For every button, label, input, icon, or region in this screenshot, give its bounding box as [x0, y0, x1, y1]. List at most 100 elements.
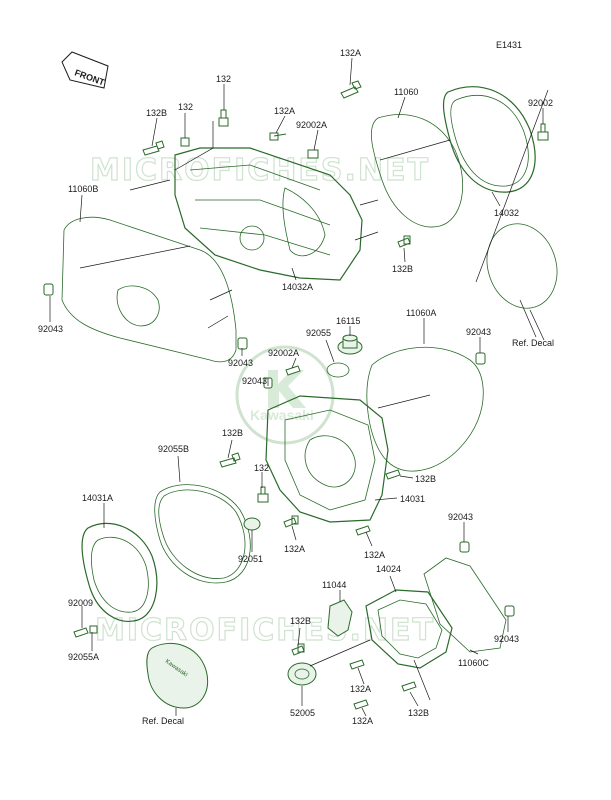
- label-ref-decal-bottom: Ref. Decal: [142, 716, 184, 726]
- bolt-132a-top-icon: [340, 80, 362, 99]
- bracket-11044: [327, 599, 353, 637]
- dowel-92043-mid-icon: [237, 337, 248, 350]
- label-92043-lower: 92043: [448, 512, 473, 522]
- label-132b-left: 132B: [222, 428, 243, 438]
- gasket-11060: [371, 114, 463, 228]
- clutch-cover-14032a-boss: [239, 225, 265, 251]
- label-92043-lower-right: 92043: [494, 634, 519, 644]
- label-92055a: 92055A: [68, 652, 99, 662]
- label-92009: 92009: [68, 598, 93, 608]
- o-ring-92055: [326, 362, 350, 378]
- bolt-92009-icon: [73, 627, 89, 638]
- label-132b-bottom: 132B: [408, 708, 429, 718]
- label-11060b: 11060B: [68, 184, 98, 194]
- label-14032a: 14032A: [282, 282, 313, 292]
- ref-decal-top: [486, 223, 558, 309]
- cover-14031a-inner: [90, 536, 149, 613]
- label-11060a: 11060A: [406, 308, 436, 318]
- clutch-cover-14032a-ribs: [189, 164, 331, 257]
- label-132a-top: 132A: [340, 48, 361, 58]
- dowel-92043-left-icon: [43, 283, 54, 296]
- leader-lines-middle: [103, 299, 537, 552]
- label-14024: 14024: [376, 564, 401, 574]
- seal-92051-icon: [243, 517, 261, 531]
- bolt-132b-mid-icon: [397, 235, 411, 248]
- label-132-b: 132: [178, 102, 193, 112]
- bolt-132-top-icon: [218, 109, 229, 127]
- cover-14024-inner: [377, 599, 443, 659]
- bolt-132a-bottom2-icon: [353, 699, 369, 710]
- front-arrow-icon: FRONT: [61, 51, 109, 89]
- label-11044: 11044: [322, 580, 346, 590]
- label-132a-bottom2: 132A: [352, 716, 373, 726]
- label-92055: 92055: [306, 328, 331, 338]
- label-ref-decal-top: Ref. Decal: [512, 338, 554, 348]
- bolt-132b-right-icon: [385, 469, 401, 480]
- label-14031: 14031: [400, 494, 425, 504]
- gasket-11060b-inner: [116, 285, 160, 327]
- label-11060c: 11060C: [458, 658, 489, 668]
- bolt-132a-mid-icon: [269, 132, 287, 141]
- watermark-logo-icon: [268, 370, 306, 408]
- washer-92002a-mid-icon: [285, 365, 301, 376]
- watermark-brand: Kawasaki: [250, 407, 314, 423]
- label-132-center: 132: [254, 463, 269, 473]
- label-11060: 11060: [394, 87, 418, 97]
- label-92002: 92002: [528, 98, 553, 108]
- dowel-92043-right-icon: [475, 352, 486, 365]
- alternator-cover-14031-inner: [284, 409, 376, 511]
- bolt-132-center-icon: [257, 486, 269, 503]
- cover-14032: [442, 86, 536, 193]
- cover-14031a: [81, 522, 158, 622]
- watermark-text-top: MICROFICHES.NET: [90, 153, 430, 188]
- bolts-bottom: [73, 625, 417, 710]
- label-92043-center: 92043: [242, 376, 267, 386]
- label-14032: 14032: [494, 208, 519, 218]
- label-132a-b: 132A: [274, 106, 295, 116]
- gasket-11060a: [366, 346, 484, 472]
- oil-seal-52005-inner: [294, 668, 310, 680]
- label-92055b: 92055B: [158, 444, 189, 454]
- bolt-132b-top-icon: [142, 140, 165, 156]
- label-92002a-top: 92002A: [296, 120, 327, 130]
- dowel-92043-lower-right-icon: [504, 605, 515, 617]
- watermark: MICROFICHES.NET MICROFICHES.NET Kawasaki: [89, 152, 435, 648]
- label-132-top: 132: [216, 74, 231, 84]
- label-132a-center2: 132A: [364, 550, 385, 560]
- label-132b-right: 132B: [415, 474, 436, 484]
- watermark-text-bottom: MICROFICHES.NET: [95, 613, 435, 648]
- bolt-132a-center2-icon: [355, 525, 371, 536]
- label-52005: 52005: [290, 708, 315, 718]
- gasket-11060b: [61, 216, 237, 363]
- label-132b-top: 132B: [146, 108, 167, 118]
- bolt-132a-bottom1-icon: [349, 659, 365, 670]
- dowel-92043-lower-icon: [459, 541, 470, 553]
- diagram-code: E1431: [496, 40, 522, 50]
- part-labels: 132A 132 132B 132 132A 92002A 11060 9200…: [38, 48, 554, 726]
- bolt-132b-left-icon: [219, 452, 241, 468]
- ref-decal-bottom: [146, 642, 208, 709]
- bolt-132b-lower-icon: [291, 643, 305, 656]
- washer-92002-icon: [537, 123, 549, 141]
- bolt-132a-center-icon: [283, 515, 299, 528]
- o-ring-92055b: [154, 484, 251, 584]
- gasket-11060c: [423, 557, 507, 653]
- cover-14024: [365, 589, 453, 669]
- label-132a-bottom1: 132A: [350, 684, 371, 694]
- oil-filler-cap-16115-icon: [337, 334, 363, 355]
- oil-seal-52005: [287, 662, 317, 686]
- bolt-132-left-icon: [180, 137, 190, 147]
- o-ring-92055b-inner: [158, 489, 246, 579]
- label-92051: 92051: [238, 554, 263, 564]
- leader-lines-bottom: [81, 575, 509, 717]
- leader-lines-top: [49, 57, 549, 356]
- washer-92002a-icon: [307, 149, 319, 159]
- bolts-middle: [219, 352, 515, 617]
- label-92043-left: 92043: [38, 324, 63, 334]
- label-92043-right: 92043: [466, 327, 491, 337]
- label-14031a: 14031A: [82, 493, 113, 503]
- alternator-cover-14031: [265, 395, 389, 523]
- label-132a-center: 132A: [284, 544, 305, 554]
- cover-14032-inner: [450, 95, 529, 187]
